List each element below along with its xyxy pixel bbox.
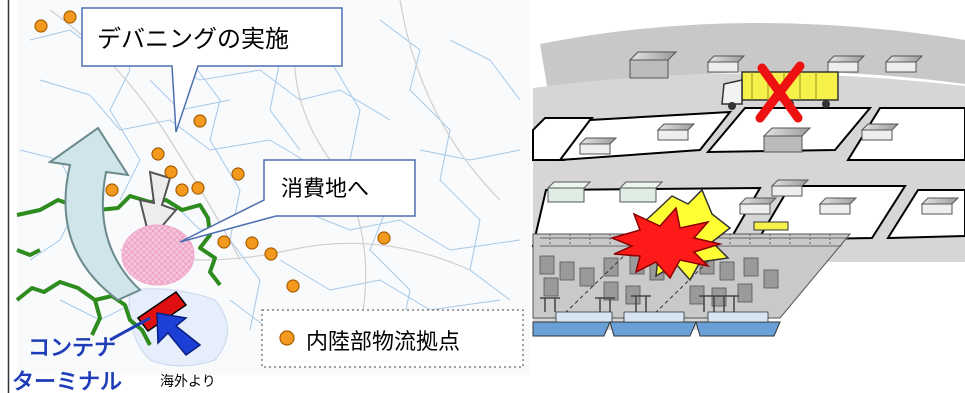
berth-lines xyxy=(559,249,721,319)
callout-consumption xyxy=(179,159,416,243)
burst-icon xyxy=(609,206,723,280)
import-arrow-icon xyxy=(156,312,202,357)
devanning-label: デバニングの実施 xyxy=(97,25,289,53)
cart-icon xyxy=(753,221,789,231)
flow-arrow-curved-icon xyxy=(47,126,142,302)
ships xyxy=(532,311,781,337)
container-terminal-label-line2: ターミナル xyxy=(12,370,123,393)
terminal-marker xyxy=(136,290,188,333)
from-overseas-label: 海外より xyxy=(160,374,216,390)
boundary-lines xyxy=(19,19,521,351)
container-terminal-label-line1: コンテナ xyxy=(28,336,117,361)
consumption-area xyxy=(121,224,195,286)
port-panel xyxy=(531,22,965,337)
map-panel xyxy=(7,0,530,393)
container-stacks xyxy=(539,255,779,307)
orange-dot-icon xyxy=(279,330,295,346)
inland-hub-dots xyxy=(34,10,391,293)
warehouses xyxy=(546,51,960,215)
to-consumption-label: 消費地へ xyxy=(281,177,370,202)
red-x-icon xyxy=(755,61,805,123)
legend-inland-hub-label: 内陸部物流拠点 xyxy=(306,330,461,355)
legend-box xyxy=(261,309,524,368)
callout-devanning xyxy=(81,7,343,133)
cranes xyxy=(540,295,739,312)
terminal-pointer xyxy=(109,316,151,342)
